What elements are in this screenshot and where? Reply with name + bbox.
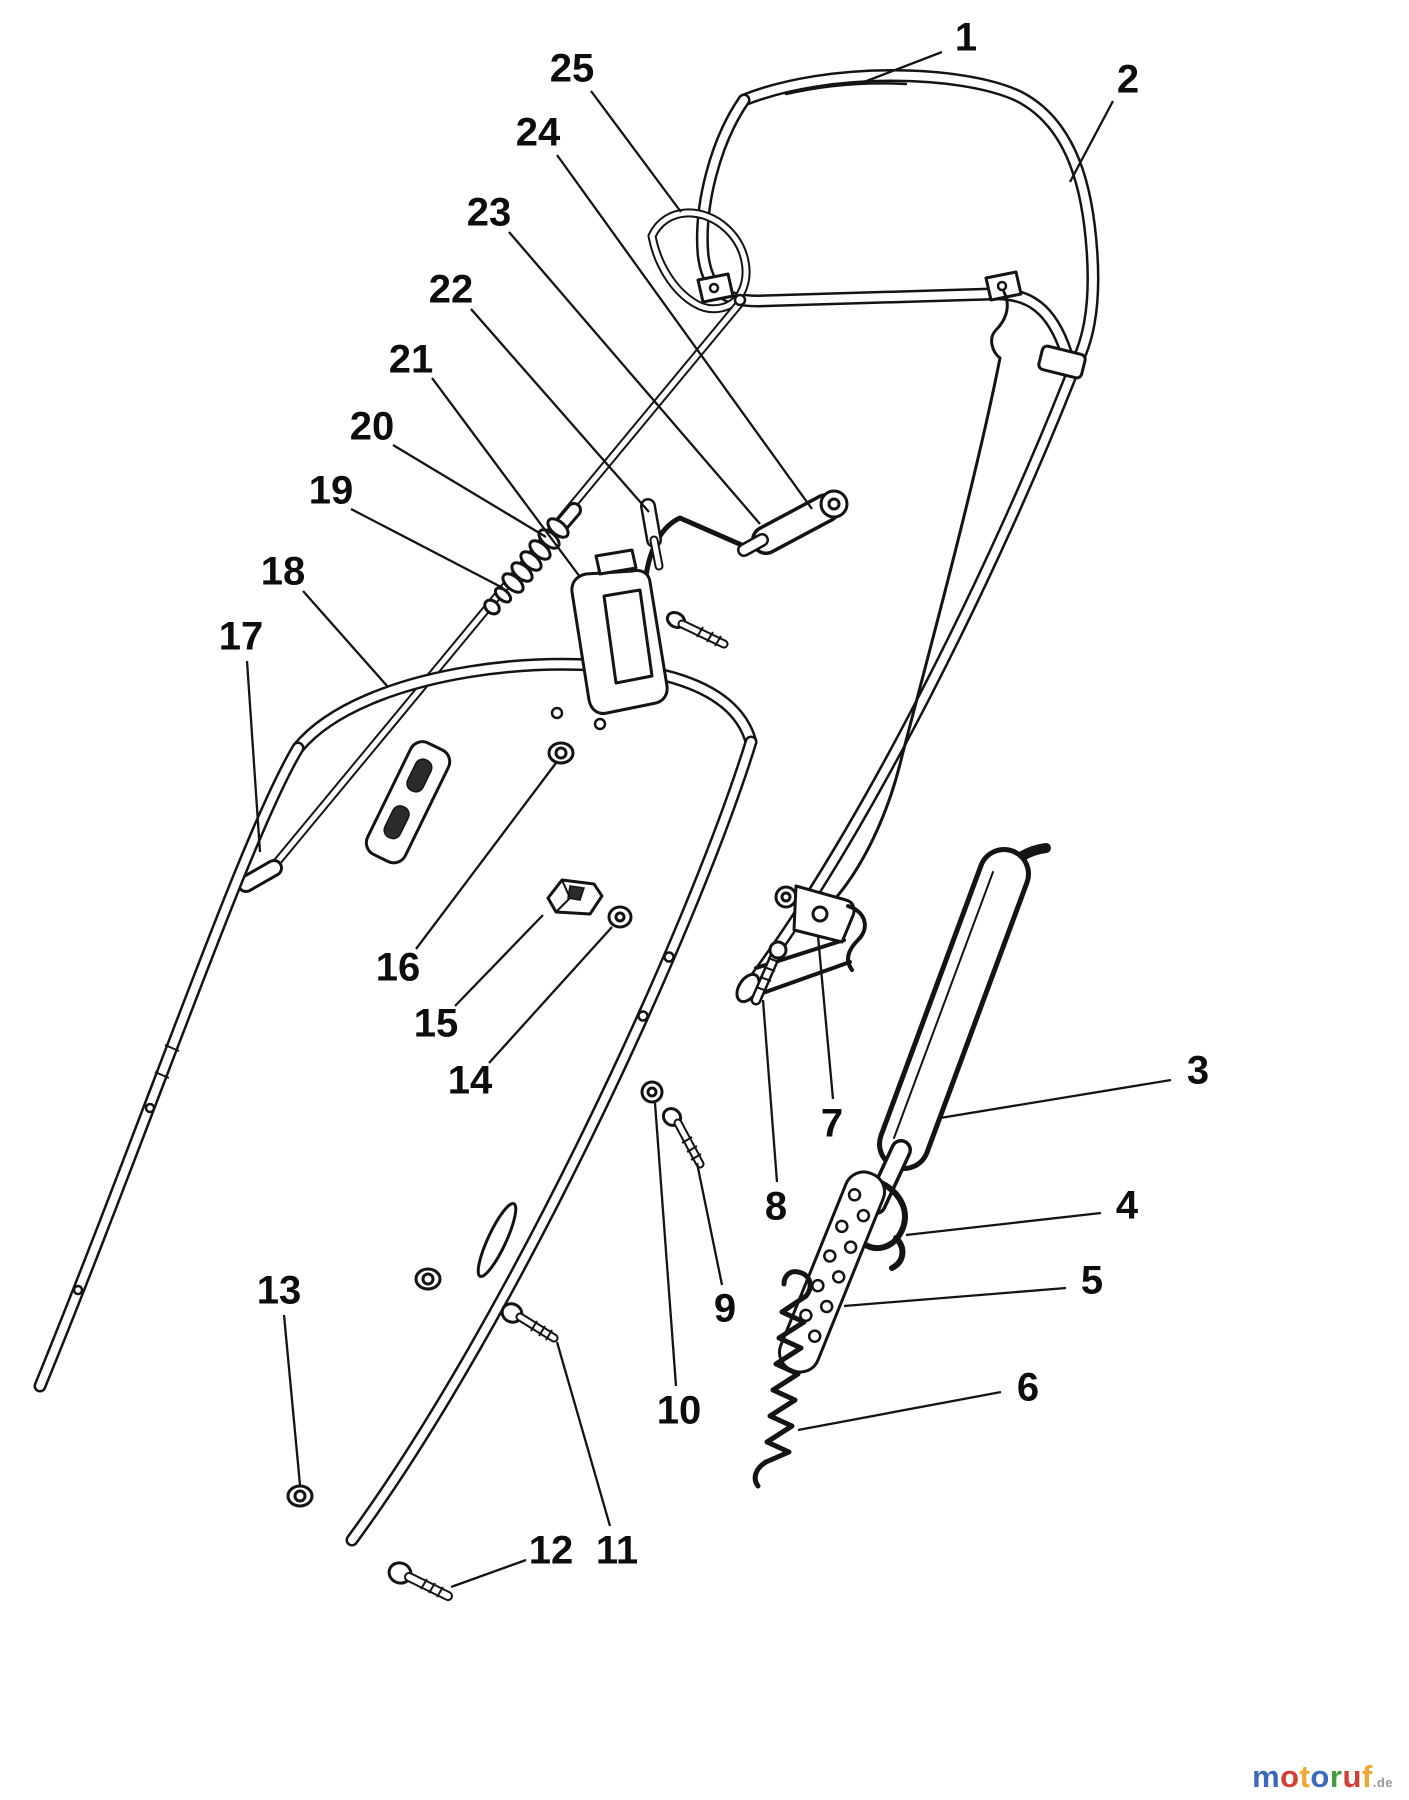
callout-22: 22 (428, 267, 474, 312)
watermark-letter: r (1329, 1759, 1343, 1794)
watermark-logo: motoruf.de (1252, 1761, 1393, 1792)
callout-9: 9 (713, 1286, 737, 1331)
leader-line-2 (1068, 100, 1115, 183)
leader-line-1 (863, 50, 943, 84)
callout-24: 24 (515, 110, 561, 155)
fasteners-art (286, 741, 705, 1601)
leader-lines (245, 50, 1172, 1589)
leader-line-13 (282, 1314, 302, 1486)
watermark-letter: f (1361, 1759, 1373, 1794)
callout-15: 15 (413, 1001, 459, 1046)
leader-line-20 (392, 444, 547, 538)
leader-line-11 (555, 1341, 612, 1527)
callout-6: 6 (1016, 1365, 1040, 1410)
callout-1: 1 (954, 15, 978, 60)
callout-19: 19 (308, 468, 354, 513)
watermark-letter: t (1299, 1759, 1311, 1794)
callout-23: 23 (466, 190, 512, 235)
callout-17: 17 (218, 614, 264, 659)
tube-slot (476, 1202, 518, 1278)
callout-10: 10 (656, 1388, 702, 1433)
right-assembly-art (735, 290, 1051, 1489)
slotted-strap (364, 740, 452, 865)
leader-line-16 (415, 762, 557, 950)
watermark-letter: u (1342, 1759, 1362, 1794)
leader-line-21 (431, 377, 581, 578)
leader-line-12 (450, 1558, 527, 1589)
callout-21: 21 (388, 337, 434, 382)
callout-12: 12 (528, 1528, 574, 1573)
leader-line-14 (488, 926, 613, 1064)
leader-line-8 (761, 999, 779, 1183)
callout-11: 11 (595, 1528, 639, 1573)
watermark-word: motoruf (1252, 1759, 1373, 1794)
leader-line-9 (695, 1162, 724, 1286)
leader-line-6 (797, 1390, 1002, 1432)
callout-2: 2 (1116, 57, 1140, 102)
leader-line-25 (590, 90, 682, 213)
leader-line-15 (454, 914, 544, 1007)
leader-line-10 (653, 1102, 678, 1387)
callout-8: 8 (764, 1184, 788, 1229)
leader-line-22 (470, 308, 650, 513)
callout-7: 7 (820, 1101, 844, 1146)
grip-seam-line (784, 82, 908, 96)
callout-5: 5 (1080, 1258, 1104, 1303)
rod-spring-art (483, 502, 582, 616)
watermark-letter: o (1280, 1759, 1300, 1794)
callout-25: 25 (549, 46, 595, 91)
leader-line-4 (905, 1211, 1102, 1237)
callout-3: 3 (1186, 1048, 1210, 1093)
leader-line-23 (508, 231, 761, 525)
watermark-letter: o (1310, 1759, 1330, 1794)
control-plate-art (570, 489, 849, 715)
leader-line-19 (350, 507, 504, 590)
callout-13: 13 (256, 1268, 302, 1313)
leader-line-24 (556, 154, 813, 510)
callout-4: 4 (1115, 1183, 1139, 1228)
callout-16: 16 (375, 945, 421, 990)
handle-tubes-art (40, 76, 1093, 1541)
watermark-letter: m (1252, 1759, 1281, 1794)
leader-line-17 (245, 660, 262, 853)
leader-line-3 (939, 1078, 1172, 1120)
callout-18: 18 (260, 549, 306, 594)
leader-line-7 (816, 935, 835, 1100)
callout-20: 20 (349, 404, 395, 449)
leader-line-18 (302, 590, 389, 688)
watermark-suffix: .de (1372, 1775, 1393, 1790)
leader-line-5 (843, 1286, 1067, 1308)
callout-14: 14 (447, 1058, 493, 1103)
